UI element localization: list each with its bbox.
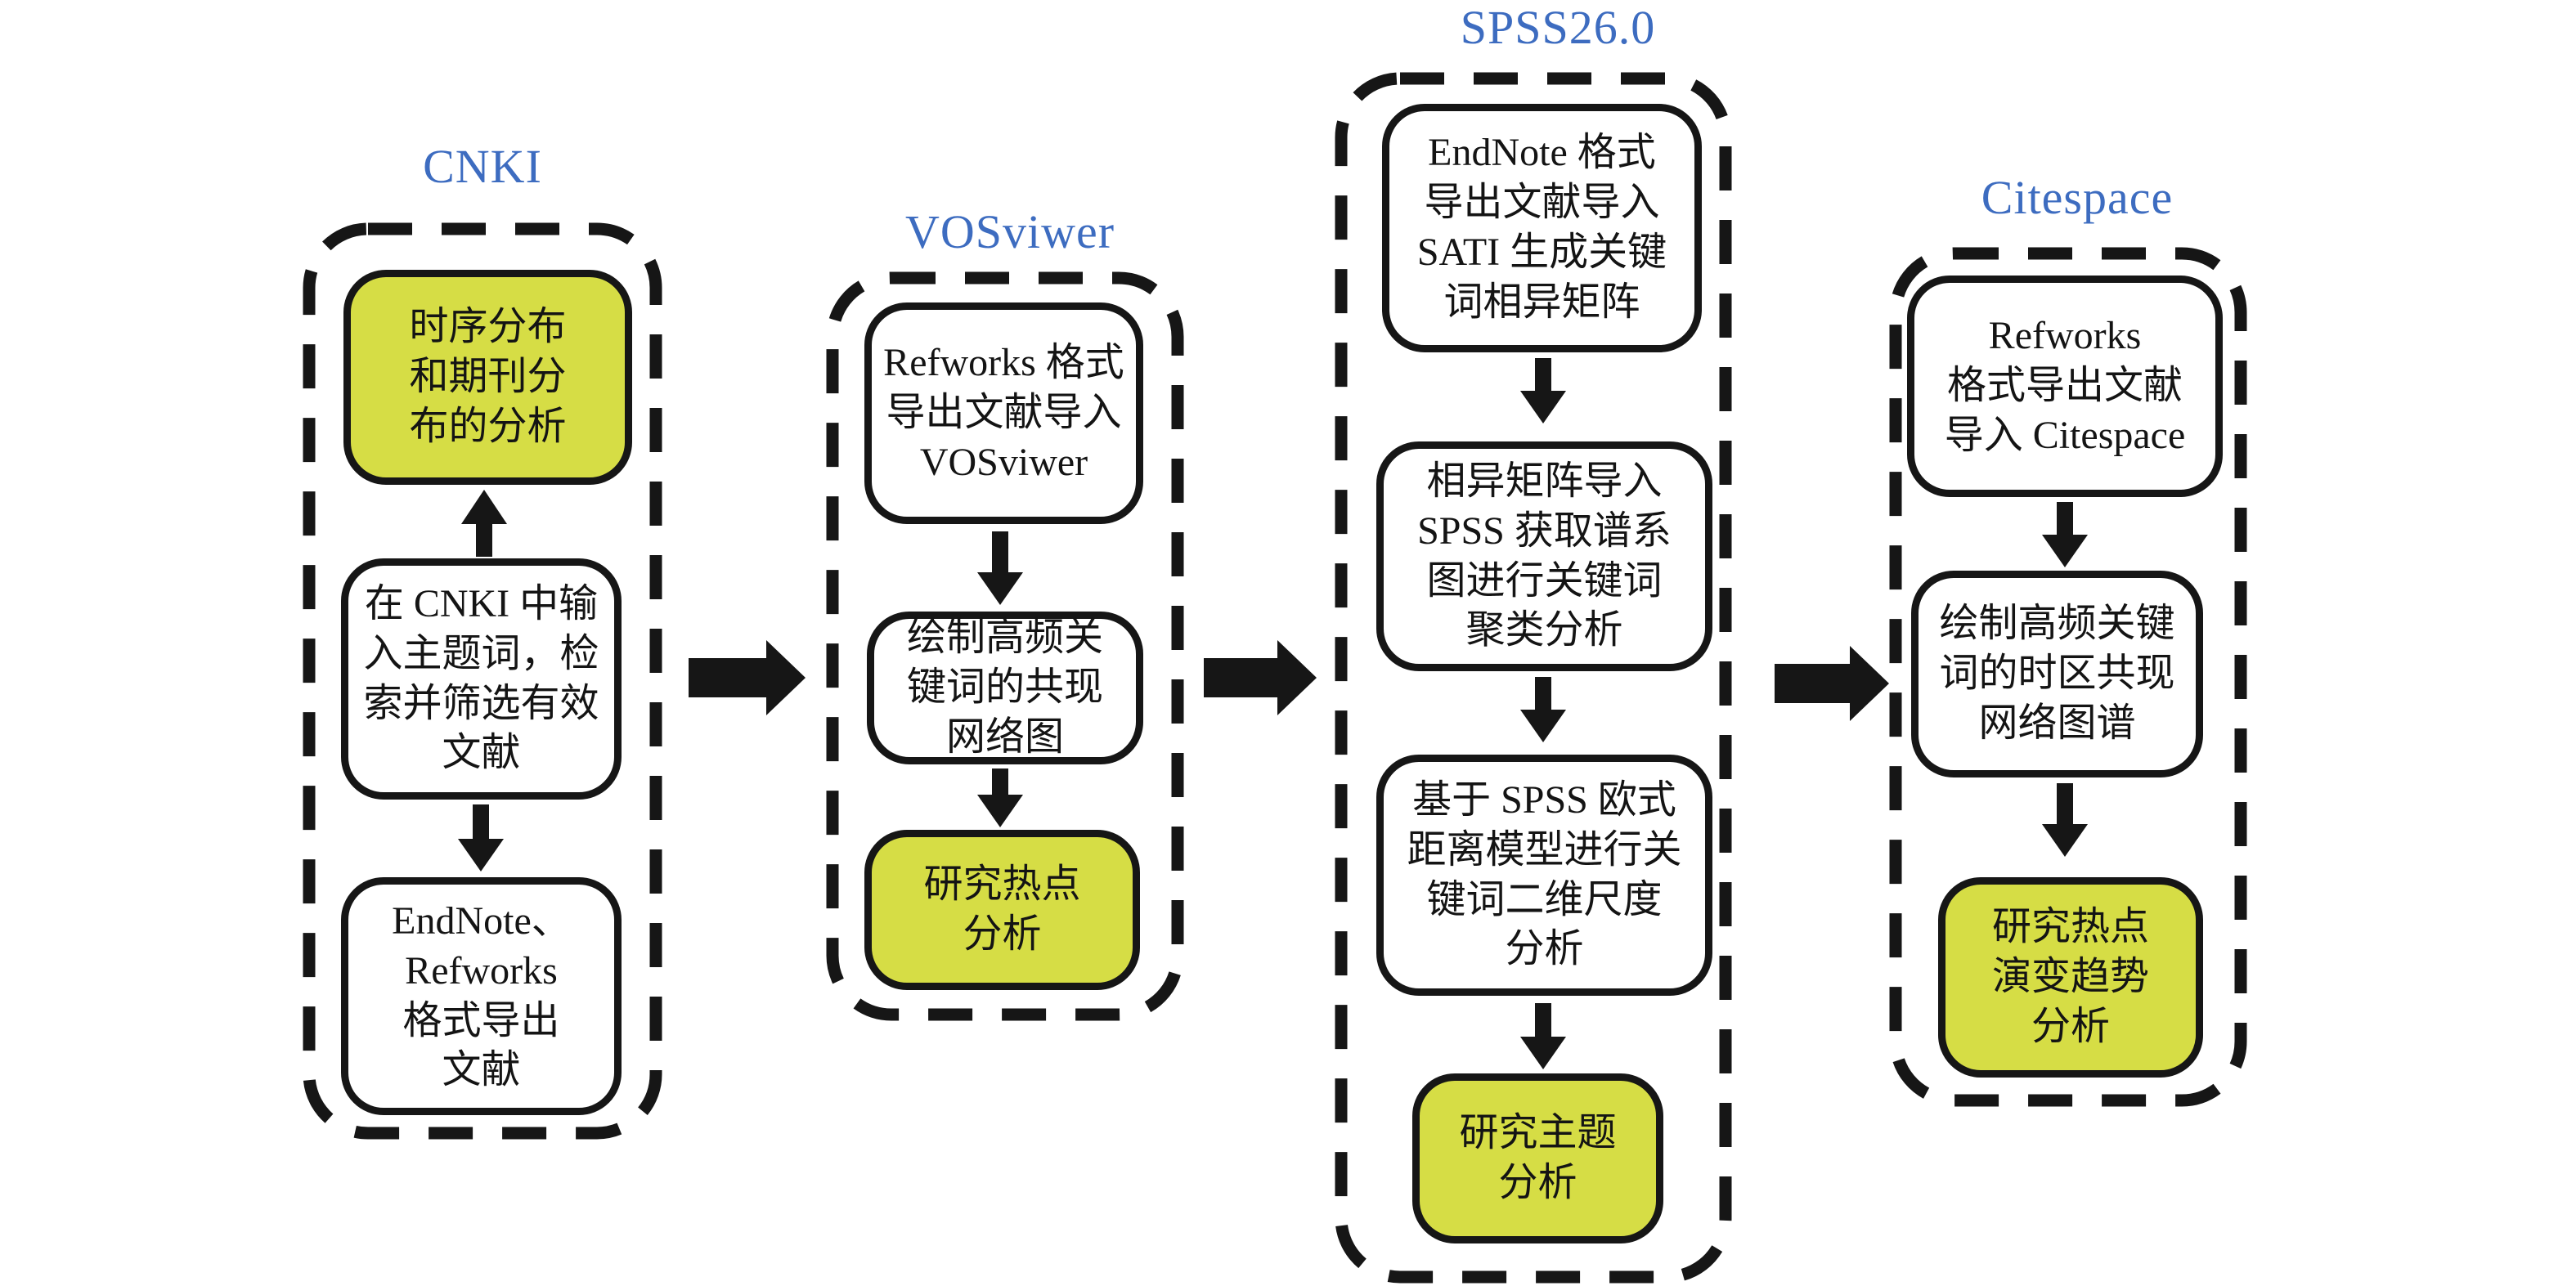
- box-cnki-search-filter: 在 CNKI 中输 入主题词，检 索并筛选有效 文献: [341, 558, 622, 800]
- arrow-down-icon: [1520, 1003, 1566, 1069]
- arrow-right-icon: [1775, 646, 1889, 721]
- box-temporal-journal-analysis: 时序分布 和期刊分 布的分析: [343, 270, 632, 485]
- box-refworks-import-vosviewer: Refworks 格式 导出文献导入 VOSviwer: [864, 302, 1143, 524]
- arrow-right-icon: [689, 640, 806, 715]
- arrow-down-icon: [1520, 358, 1566, 423]
- box-spss-mds-analysis: 基于 SPSS 欧式 距离模型进行关 键词二维尺度 分析: [1376, 755, 1712, 996]
- column-title-spss: SPSS26.0: [1460, 1, 1656, 54]
- arrow-down-icon: [1520, 677, 1566, 742]
- column-title-vosviewer: VOSviwer: [904, 205, 1115, 258]
- arrow-down-icon: [458, 804, 504, 872]
- box-refworks-import-citespace: Refworks 格式导出文献 导入 Citespace: [1907, 276, 2223, 497]
- column-title-cnki: CNKI: [423, 140, 542, 193]
- arrow-down-icon: [977, 531, 1023, 605]
- arrow-right-icon: [1204, 640, 1317, 715]
- box-hotspot-evolution-analysis: 研究热点 演变趋势 分析: [1938, 877, 2203, 1078]
- box-matrix-spss-clustering: 相异矩阵导入 SPSS 获取谱系 图进行关键词 聚类分析: [1376, 441, 1712, 671]
- arrow-up-icon: [461, 490, 507, 557]
- box-endnote-sati-matrix: EndNote 格式 导出文献导入 SATI 生成关键 词相异矩阵: [1382, 104, 1702, 352]
- citespace-group-outline: [1889, 247, 2247, 1107]
- box-research-hotspot-analysis: 研究热点 分析: [864, 830, 1140, 990]
- column-title-citespace: Citespace: [1981, 171, 2174, 224]
- arrow-down-icon: [2042, 502, 2088, 567]
- arrow-down-icon: [977, 768, 1023, 827]
- cnki-group-outline: [303, 222, 662, 1140]
- spss-group-outline: [1335, 72, 1732, 1284]
- box-endnote-refworks-export: EndNote、 Refworks 格式导出 文献: [341, 877, 622, 1115]
- box-timezone-network-map: 绘制高频关键 词的时区共现 网络图谱: [1911, 571, 2203, 777]
- box-research-topic-analysis: 研究主题 分析: [1412, 1073, 1663, 1243]
- box-cooccurrence-network: 绘制高频关 键词的共现 网络图: [867, 612, 1143, 764]
- vosviewer-group-outline: [826, 271, 1184, 1021]
- arrow-down-icon: [2042, 783, 2088, 857]
